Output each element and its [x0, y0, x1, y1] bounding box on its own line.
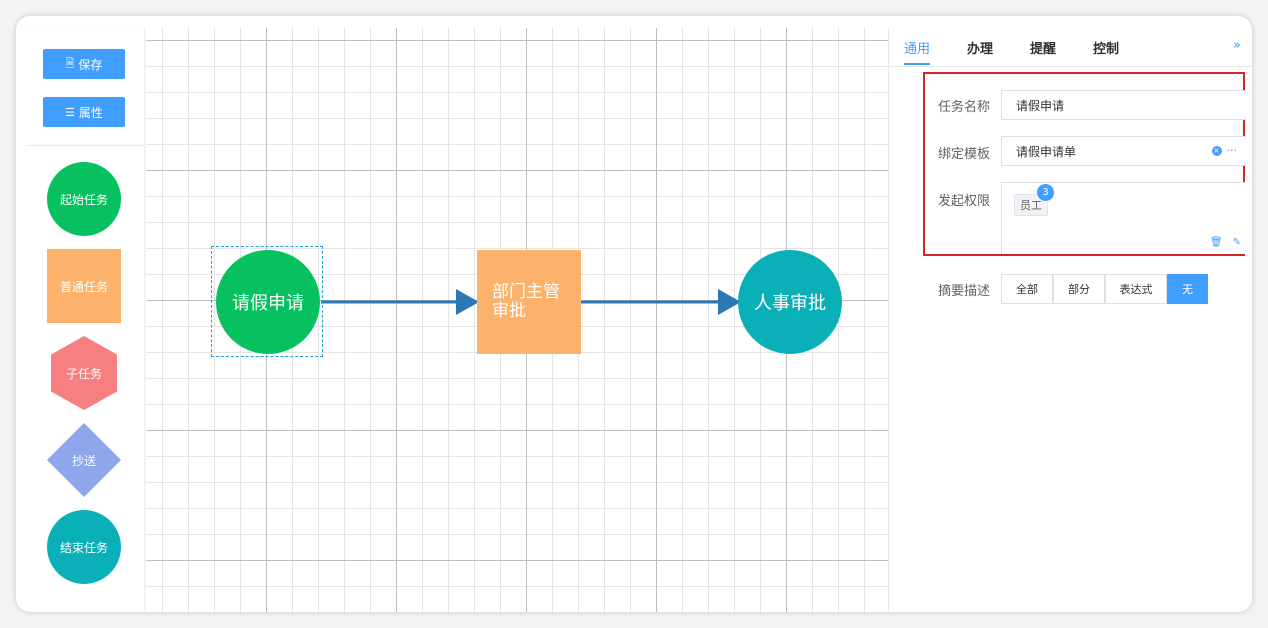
summary-option-partial[interactable]: 部分 [1053, 274, 1105, 304]
summary-option-all[interactable]: 全部 [1001, 274, 1053, 304]
save-icon: 🗎 [65, 56, 75, 70]
edge-apply-to-manager[interactable] [321, 289, 479, 315]
edge-manager-to-hr[interactable] [580, 289, 741, 315]
task-name-label: 任务名称 [938, 100, 991, 115]
palette-end-task[interactable]: 结束任务 [47, 510, 121, 584]
double-chevron-right-icon[interactable]: » [1233, 38, 1241, 53]
properties-panel: 通用 办理 提醒 控制 » 任务名称 请假申请 绑定模板 请假申请单 × ···… [888, 28, 1252, 612]
node-manager-approval[interactable]: 部门主管审批 [477, 250, 581, 354]
palette-start-task[interactable]: 起始任务 [47, 162, 121, 236]
tab-remind[interactable]: 提醒 [1030, 42, 1057, 57]
save-button[interactable]: 🗎 保存 [43, 49, 125, 79]
palette-sub-task-label: 子任务 [65, 366, 102, 381]
clear-icon[interactable]: × [1211, 145, 1222, 156]
active-tab-indicator [904, 63, 930, 65]
permission-count-badge: 3 [1036, 183, 1055, 202]
node-leave-request-label: 请假申请 [232, 293, 304, 314]
palette-cc-task[interactable]: 抄送 [47, 423, 121, 497]
task-name-value: 请假申请 [1016, 98, 1065, 113]
node-selection-box [211, 246, 323, 357]
edit-icon[interactable]: ✎ [1232, 237, 1241, 248]
properties-button[interactable]: ☰ 属性 [43, 97, 125, 127]
task-name-input[interactable]: 请假申请 [1001, 90, 1245, 120]
permission-tag-label: 员工 [1020, 199, 1042, 212]
trash-icon[interactable]: 🗑 [1209, 237, 1223, 248]
node-palette: 🗎 保存 ☰ 属性 起始任务 普通任务 子任务 抄送 结束任务 [26, 28, 145, 612]
template-value: 请假申请单 [1016, 144, 1077, 159]
permission-label: 发起权限 [938, 194, 991, 209]
more-icon[interactable]: ··· [1226, 144, 1238, 157]
palette-end-task-label: 结束任务 [59, 540, 108, 555]
palette-normal-task-label: 普通任务 [59, 279, 108, 294]
palette-divider [26, 145, 144, 146]
palette-normal-task[interactable]: 普通任务 [47, 249, 121, 323]
summary-option-expression[interactable]: 表达式 [1105, 274, 1167, 304]
tab-handle[interactable]: 办理 [967, 42, 994, 57]
palette-cc-task-label: 抄送 [71, 453, 96, 468]
summary-option-none[interactable]: 无 [1167, 274, 1208, 304]
node-hr-approval[interactable]: 人事审批 [738, 250, 842, 354]
panel-tabs: 通用 办理 提醒 控制 » [889, 28, 1252, 67]
properties-button-label: 属性 [78, 105, 103, 120]
save-button-label: 保存 [78, 57, 103, 72]
flow-edges [321, 289, 741, 315]
summary-label: 摘要描述 [938, 284, 991, 299]
tab-control[interactable]: 控制 [1093, 42, 1120, 57]
permission-field[interactable]: 员工 3 🗑 ✎ [1001, 182, 1245, 254]
app-window: 🗎 保存 ☰ 属性 起始任务 普通任务 子任务 抄送 结束任务 [16, 16, 1252, 612]
palette-sub-task[interactable]: 子任务 [51, 336, 117, 410]
template-input[interactable]: 请假申请单 × ··· [1001, 136, 1245, 166]
template-label: 绑定模板 [938, 147, 991, 162]
flow-canvas[interactable]: 请假申请 部门主管审批 人事审批 [146, 28, 888, 612]
tab-general[interactable]: 通用 [904, 42, 931, 57]
node-leave-request[interactable]: 请假申请 [216, 250, 320, 354]
list-icon: ☰ [65, 105, 75, 119]
node-manager-approval-label: 部门主管审批 [492, 282, 560, 321]
node-hr-approval-label: 人事审批 [754, 293, 826, 314]
palette-start-task-label: 起始任务 [59, 192, 108, 207]
